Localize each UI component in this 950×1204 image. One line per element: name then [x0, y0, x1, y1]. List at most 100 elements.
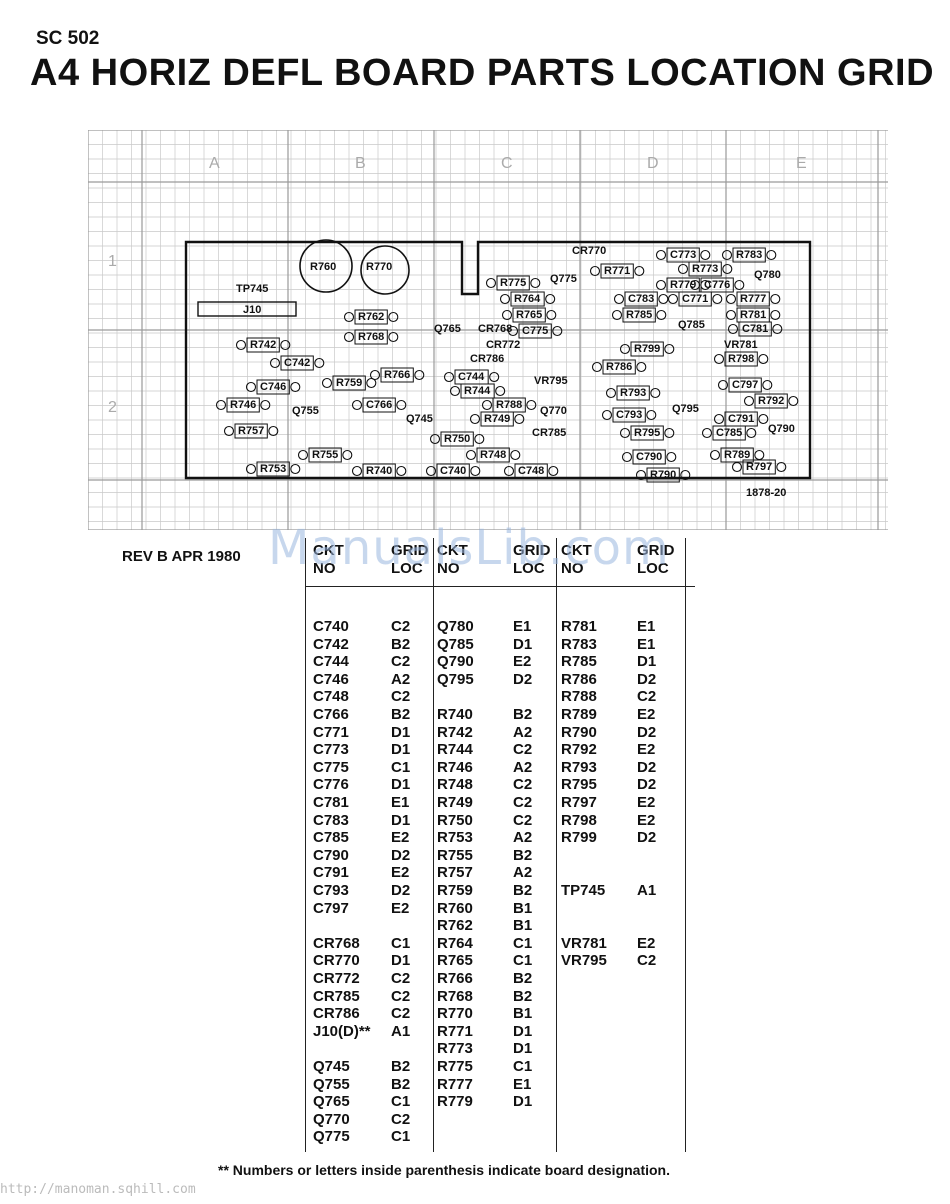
solder-pad — [776, 461, 787, 473]
footnote: ** Numbers or letters inside parenthesis… — [218, 1162, 670, 1178]
solder-pad — [215, 399, 227, 411]
grid-location: C1 — [513, 934, 533, 952]
board-component-label: C785 — [716, 427, 742, 439]
component-body — [512, 307, 546, 323]
board-component-label: R740 — [366, 465, 392, 477]
grid-location: D2 — [637, 723, 657, 741]
solder-pad — [396, 465, 407, 477]
component-body — [308, 447, 342, 463]
circuit-number: R771 — [437, 1022, 473, 1040]
circuit-number: J10(D)** — [313, 1022, 371, 1040]
solder-pad — [245, 381, 257, 393]
board-component-label: C790 — [636, 451, 662, 463]
ckt-header: CKT — [561, 542, 592, 559]
solder-pad — [425, 465, 437, 477]
grid-location: D1 — [513, 1093, 533, 1111]
grid-location: E1 — [391, 794, 410, 811]
grid-location: B2 — [391, 1058, 411, 1075]
circuit-number: R742 — [437, 723, 473, 741]
grid-location: B2 — [513, 846, 533, 864]
component-body — [362, 397, 396, 413]
circuit-number: R793 — [561, 758, 597, 776]
solder-pad — [635, 469, 647, 481]
grid-location: C1 — [391, 1093, 411, 1111]
circuit-number: VR781 — [561, 934, 607, 952]
board-component-label: R744 — [464, 385, 491, 397]
solder-pad — [223, 425, 235, 437]
solder-pad — [589, 265, 601, 277]
grid-location: D1 — [391, 723, 411, 741]
solder-pad — [485, 277, 497, 289]
grid-location: E1 — [637, 635, 656, 653]
grid-location: A1 — [637, 882, 657, 899]
circuit-number: R789 — [561, 706, 597, 723]
solder-pad — [613, 293, 625, 305]
source-url: http://manoman.sqhill.com — [0, 1182, 196, 1197]
circuit-number: C790 — [313, 846, 349, 864]
grid-location: D1 — [513, 1022, 533, 1040]
board-component-label: C783 — [628, 293, 654, 305]
board-component-label: TP745 — [236, 283, 268, 295]
solder-pad — [280, 339, 291, 351]
solder-pad — [725, 309, 737, 321]
circuit-number: R797 — [561, 794, 597, 811]
grid-location: C2 — [637, 688, 657, 706]
component-body — [510, 291, 545, 307]
solder-pad — [351, 465, 363, 477]
component-body — [738, 321, 772, 337]
board-component-label: Q745 — [406, 413, 433, 425]
component-body — [514, 463, 548, 479]
solder-pad — [722, 263, 733, 275]
circuit-number: R788 — [561, 688, 597, 706]
board-component-label: Q755 — [292, 405, 319, 417]
solder-pad — [269, 357, 281, 369]
solder-pad — [343, 331, 355, 343]
grid-location: E1 — [513, 1075, 532, 1093]
board-component-label: CR770 — [572, 245, 606, 257]
grid-location: C2 — [391, 987, 411, 1005]
board-component-label: C744 — [458, 371, 485, 383]
grid-column-label-c: C — [501, 155, 513, 172]
circuit-number: C791 — [313, 864, 349, 882]
grid-location: C2 — [391, 688, 411, 706]
solder-pad — [235, 339, 247, 351]
circuit-number: C783 — [313, 811, 349, 829]
solder-pad — [772, 323, 783, 335]
model-number: SC 502 — [36, 28, 100, 49]
solder-pad — [314, 357, 325, 369]
board-component-label: R783 — [736, 249, 762, 261]
grid-location: E2 — [637, 794, 656, 811]
component-body — [612, 407, 646, 423]
circuit-number: R750 — [437, 811, 473, 829]
grid-location: B2 — [391, 706, 411, 723]
board-component-label: R760 — [310, 261, 336, 273]
board-component-label: C771 — [682, 293, 708, 305]
solder-pad — [449, 385, 461, 397]
solder-pad — [470, 465, 481, 477]
circuit-number: R795 — [561, 776, 597, 794]
solder-pad — [731, 461, 743, 473]
circuit-number: R760 — [437, 899, 473, 917]
solder-pad — [712, 293, 723, 305]
board-component-label: CR768 — [478, 323, 512, 335]
circuit-number: Q775 — [313, 1128, 350, 1146]
circuit-number: VR795 — [561, 952, 607, 970]
component-body — [712, 425, 746, 441]
grid-location: B2 — [513, 706, 533, 723]
ckt-header-2: NO — [313, 560, 336, 577]
revision-note: REV B APR 1980 — [122, 548, 241, 565]
circuit-number: C748 — [313, 688, 349, 706]
grid-location: C2 — [513, 811, 533, 829]
board-component-label: R799 — [634, 343, 660, 355]
board-component-label: CR786 — [470, 353, 504, 365]
solder-pad — [530, 277, 541, 289]
grid-location: C2 — [637, 952, 657, 970]
grid-location: E2 — [391, 899, 410, 917]
circuit-number: C740 — [313, 618, 349, 635]
solder-pad — [388, 311, 399, 323]
board-component-label: Q780 — [754, 269, 781, 281]
grid-location: E2 — [637, 934, 656, 952]
solder-pad — [717, 379, 729, 391]
